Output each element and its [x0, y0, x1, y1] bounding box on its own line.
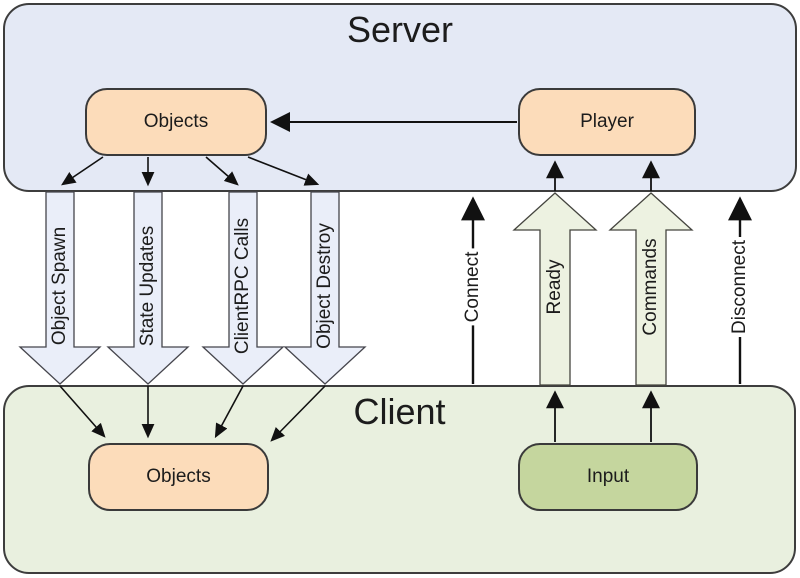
server-objects-node: Objects	[85, 88, 267, 156]
server-objects-label: Objects	[143, 111, 209, 132]
label-connect: Connect	[462, 248, 484, 326]
block-arrow-clientrpc-calls	[201, 191, 285, 385]
server-objects-fan-3	[205, 156, 239, 186]
label-object-spawn: Object Spawn	[49, 226, 70, 346]
input-node: Input	[518, 443, 698, 511]
client-objects-node: Objects	[88, 443, 269, 511]
block-arrow-object-spawn	[18, 191, 102, 385]
label-commands: Commands	[640, 238, 661, 336]
client-objects-fan-3	[214, 385, 244, 439]
server-objects-fan-4	[247, 156, 320, 186]
player-label: Player	[580, 111, 634, 132]
client-objects-fan-1	[59, 385, 106, 438]
client-objects-label: Objects	[146, 466, 211, 487]
server-objects-fan-1	[61, 156, 104, 186]
block-arrow-object-destroy	[283, 191, 367, 385]
block-arrow-commands	[608, 192, 694, 386]
client-objects-fan-4	[270, 385, 326, 442]
label-ready: Ready	[544, 259, 565, 315]
block-arrow-state-updates	[106, 191, 190, 385]
block-arrow-ready	[512, 192, 598, 386]
label-disconnect: Disconnect	[729, 237, 751, 337]
server-title: Server	[346, 9, 454, 50]
client-title: Client	[353, 391, 446, 432]
label-state-updates: State Updates	[137, 225, 158, 347]
label-clientrpc-calls: ClientRPC Calls	[232, 217, 253, 355]
player-node: Player	[518, 88, 696, 156]
label-object-destroy: Object Destroy	[314, 223, 335, 349]
input-label: Input	[586, 466, 630, 487]
